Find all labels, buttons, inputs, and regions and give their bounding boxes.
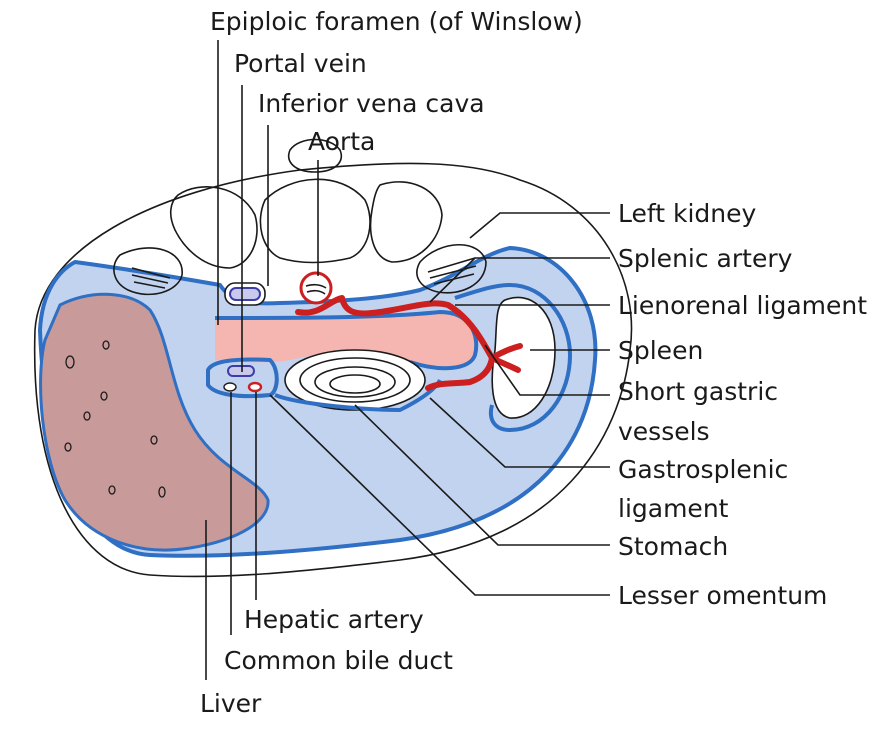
label-stomach: Stomach (618, 532, 728, 561)
label-portal-vein: Portal vein (234, 49, 367, 78)
lesser-sac (215, 312, 477, 369)
label-lesser-omentum: Lesser omentum (618, 581, 827, 610)
label-short-gastric-line1: Short gastric (618, 377, 778, 406)
liver-spot (83, 411, 91, 421)
aorta-wall-lines (305, 283, 327, 295)
label-common-bile-duct: Common bile duct (224, 646, 453, 675)
common-bile-duct-vessel (223, 382, 237, 392)
label-short-gastric-line2: vessels (618, 417, 710, 446)
leader-lines (205, 40, 610, 680)
stomach-shape (284, 349, 426, 411)
liver-spots (64, 340, 166, 498)
stomach-peritoneum (274, 378, 442, 412)
liver-spot (150, 435, 158, 445)
aorta-vessel (299, 271, 333, 305)
liver-spot (102, 340, 110, 350)
label-splenic-artery: Splenic artery (618, 244, 793, 273)
epiploic-foramen-outline (206, 357, 279, 399)
liver-spot (65, 355, 75, 369)
label-liver: Liver (200, 689, 262, 718)
portal-vein-lumen (229, 287, 261, 301)
hepatic-artery-vessel (247, 381, 263, 393)
liver-spot (108, 485, 116, 495)
label-aorta: Aorta (308, 127, 375, 156)
label-left-kidney: Left kidney (618, 199, 756, 228)
vertebra-and-muscles (113, 138, 487, 296)
label-spleen: Spleen (618, 336, 703, 365)
spleen-peritoneum (454, 283, 572, 432)
label-gastrosplenic-line2: ligament (618, 494, 729, 523)
label-gastrosplenic-line1: Gastrosplenic (618, 455, 788, 484)
foramen-portal-vein (227, 365, 255, 377)
label-hepatic-artery: Hepatic artery (244, 605, 424, 634)
liver-shape (39, 292, 270, 552)
label-epiploic-foramen: Epiploic foramen (of Winslow) (210, 7, 583, 36)
liver-spot (100, 391, 108, 401)
spleen-shape (491, 296, 556, 419)
body-wall-outline (33, 162, 633, 578)
label-lienorenal-ligament: Lienorenal ligament (618, 291, 867, 320)
lesser-sac-boundary (214, 310, 479, 371)
label-inferior-vena-cava: Inferior vena cava (258, 89, 485, 118)
liver-spot (64, 442, 72, 452)
liver-spot (158, 486, 166, 498)
